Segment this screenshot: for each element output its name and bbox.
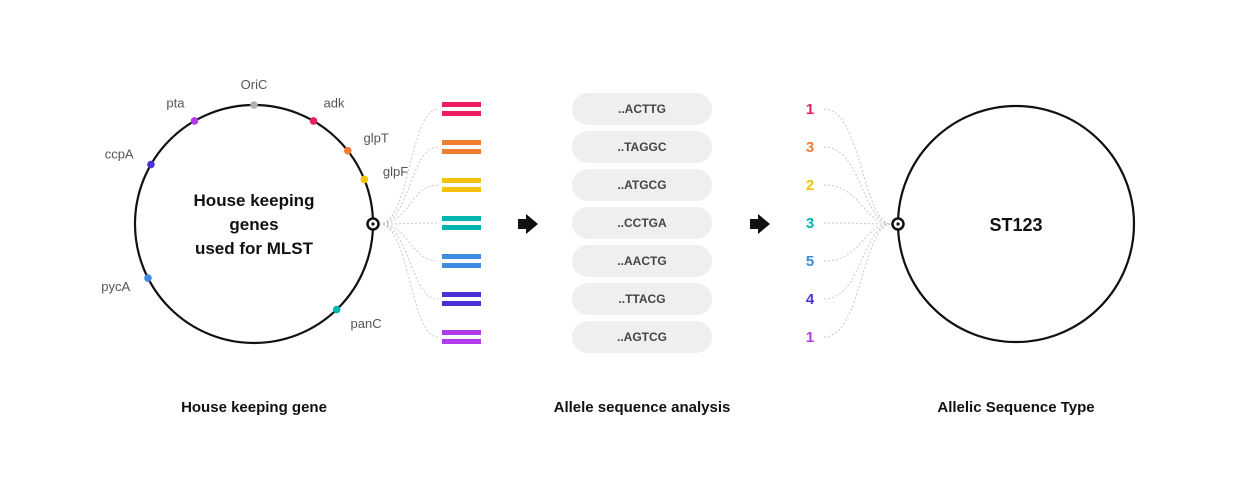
allele-bar-stripe-top	[442, 102, 481, 107]
sequence-text: ..TAGGC	[617, 140, 666, 154]
sequence-pill: ..CCTGA	[572, 207, 712, 239]
allele-bar-stripe-top	[442, 178, 481, 183]
gene-marker-adk	[309, 117, 318, 125]
arrow-right-icon	[750, 214, 770, 234]
sequence-text: ..ACTTG	[618, 102, 666, 116]
allele-number: 1	[806, 329, 814, 346]
connector-lines	[378, 108, 893, 338]
allele-number: 3	[806, 215, 814, 232]
sequence-pill: ..TAGGC	[572, 131, 712, 163]
connector-number-to-type	[823, 223, 893, 338]
allele-number: 2	[806, 177, 814, 194]
section-title-left: House keeping gene	[181, 399, 327, 416]
sequence-pill: ..AGTCG	[572, 321, 712, 353]
allele-bar	[442, 330, 481, 344]
connector-number-to-type	[823, 108, 893, 225]
gene-marker-ccpA	[147, 160, 155, 169]
sequence-type-input-node-dot	[896, 222, 900, 226]
gene-marker-pycA	[144, 274, 152, 282]
sequence-text: ..AGTCG	[617, 330, 667, 344]
gene-marker-glpF	[360, 175, 369, 184]
allele-bars	[442, 102, 481, 344]
genome-center-line-1: House keeping	[194, 191, 315, 210]
section-title-middle: Allele sequence analysis	[554, 399, 731, 416]
allele-bar	[442, 254, 481, 268]
allele-number: 1	[806, 101, 814, 118]
gene-label-adk: adk	[324, 96, 345, 111]
genome-output-node-dot	[371, 222, 375, 226]
arrow-right-icon	[518, 214, 538, 234]
connector-genome-to-bar	[378, 223, 439, 338]
allele-bar	[442, 216, 481, 230]
allele-bar-stripe-bottom	[442, 149, 481, 154]
connector-number-to-type	[823, 184, 893, 225]
allele-bar-stripe-bottom	[442, 111, 481, 116]
sequence-pill-background	[572, 169, 712, 201]
allele-bar-stripe-top	[442, 330, 481, 335]
sequence-pill-background	[572, 207, 712, 239]
allele-bar	[442, 292, 481, 306]
sequence-text: ..ATGCG	[617, 178, 666, 192]
gene-marker-pta	[190, 117, 199, 125]
allele-bar-stripe-top	[442, 216, 481, 221]
sequence-pill-background	[572, 283, 712, 315]
sequence-pill-background	[572, 245, 712, 277]
sequence-pill: ..AACTG	[572, 245, 712, 277]
connector-genome-to-bar	[378, 222, 439, 225]
sequence-pill: ..TTACG	[572, 283, 712, 315]
sequence-pills: ..ACTTG ..TAGGC ..ATGCG ..CCTGA ..AACTG ..TTA…	[572, 93, 712, 353]
allele-bar-stripe-bottom	[442, 187, 481, 192]
allele-bar	[442, 178, 481, 192]
sequence-pill-background	[572, 321, 712, 353]
connector-genome-to-bar	[378, 223, 439, 262]
gene-label-OriC: OriC	[241, 77, 268, 92]
connector-number-to-type	[823, 146, 893, 225]
allele-numbers: 1 3 2 3 5 4 1	[806, 101, 815, 346]
genome-center-line-2: genes	[229, 215, 278, 234]
gene-label-ccpA: ccpA	[105, 147, 134, 162]
sequence-text: ..CCTGA	[617, 216, 667, 230]
sequence-type-label: ST123	[989, 215, 1042, 235]
allele-bar-stripe-bottom	[442, 225, 481, 230]
gene-marker-glpT	[343, 146, 352, 155]
allele-bar-stripe-top	[442, 254, 481, 259]
allele-bar-stripe-bottom	[442, 301, 481, 306]
connector-number-to-type	[823, 223, 893, 300]
gene-label-glpT: glpT	[364, 130, 389, 145]
sequence-pill-background	[572, 93, 712, 125]
allele-number: 4	[806, 291, 815, 308]
gene-marker-OriC	[250, 101, 258, 109]
connector-genome-to-bar	[378, 223, 439, 300]
gene-markers: OriC adk glpT glpF panC pycA ccpA pta	[101, 77, 408, 331]
gene-label-glpF: glpF	[383, 164, 408, 179]
sequence-pill: ..ATGCG	[572, 169, 712, 201]
connector-number-to-type	[823, 222, 893, 225]
sequence-pill: ..ACTTG	[572, 93, 712, 125]
connector-genome-to-bar	[378, 146, 439, 225]
sequence-text: ..AACTG	[617, 254, 666, 268]
allele-bar	[442, 102, 481, 116]
connector-genome-to-bar	[378, 108, 439, 225]
connector-genome-to-bar	[378, 184, 439, 225]
allele-bar-stripe-bottom	[442, 339, 481, 344]
allele-number: 5	[806, 253, 814, 270]
genome-center-line-3: used for MLST	[195, 239, 314, 258]
allele-number: 3	[806, 139, 814, 156]
allele-bar-stripe-bottom	[442, 263, 481, 268]
gene-label-pycA: pycA	[101, 279, 130, 294]
allele-bar-stripe-top	[442, 292, 481, 297]
sequence-text: ..TTACG	[618, 292, 665, 306]
sequence-pill-background	[572, 131, 712, 163]
gene-label-panC: panC	[351, 316, 382, 331]
allele-bar-stripe-top	[442, 140, 481, 145]
gene-label-pta: pta	[166, 96, 185, 111]
gene-marker-panC	[332, 305, 341, 314]
section-title-right: Allelic Sequence Type	[937, 399, 1094, 416]
connector-number-to-type	[823, 223, 893, 262]
allele-bar	[442, 140, 481, 154]
